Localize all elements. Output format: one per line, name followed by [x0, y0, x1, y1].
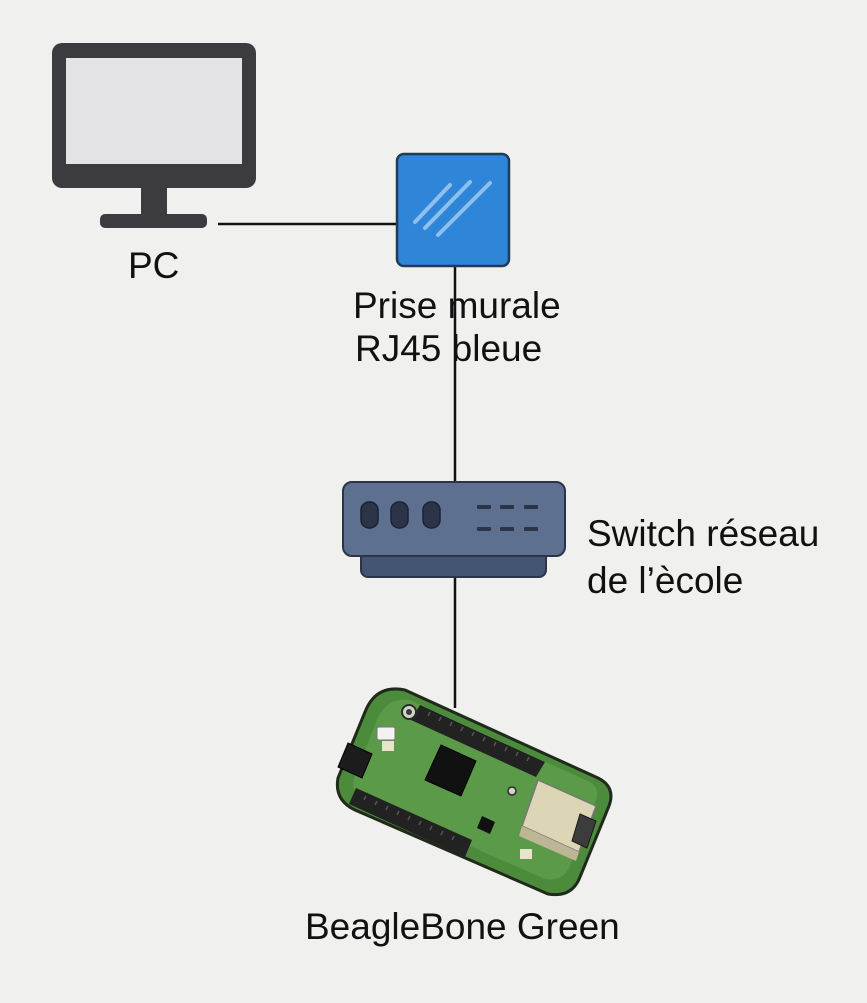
wall-socket-label-line2: RJ45 bleue [355, 328, 543, 369]
wall-socket-label-line1: Prise murale [353, 285, 561, 326]
beaglebone-board-icon [335, 687, 613, 897]
switch-label-line2: de l’ècole [587, 560, 744, 601]
monitor-icon [52, 43, 256, 228]
switch-label-line1: Switch réseau [587, 513, 820, 554]
board-label: BeagleBone Green [305, 906, 620, 947]
network-switch-icon [342, 481, 566, 578]
pc-label: PC [128, 245, 180, 286]
wall-socket-icon [395, 152, 511, 268]
